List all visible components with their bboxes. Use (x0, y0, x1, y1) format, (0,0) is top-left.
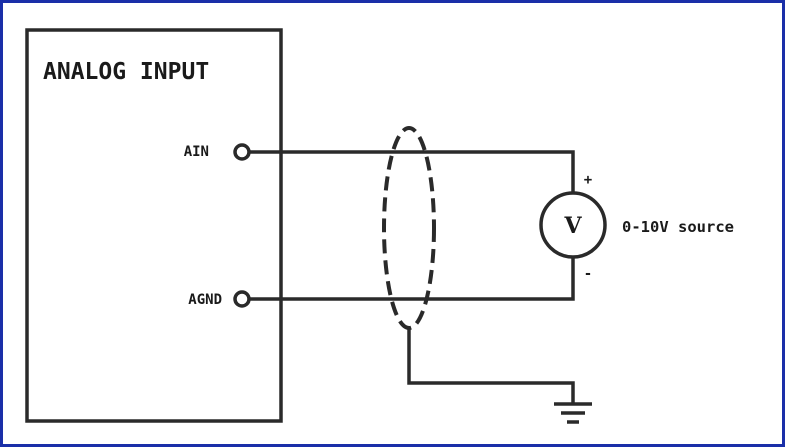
agnd-terminal-label: AGND (188, 292, 222, 308)
analog-input-module (25, 28, 283, 423)
positive-sign: + (584, 172, 592, 188)
ain-terminal (233, 143, 251, 161)
module-title: ANALOG INPUT (43, 59, 209, 85)
source-label: 0-10V source (622, 218, 734, 236)
ain-wire (249, 150, 575, 193)
voltmeter-source-symbol (539, 191, 607, 259)
agnd-terminal (233, 290, 251, 308)
ain-terminal-label: AIN (184, 144, 209, 160)
meter-symbol-letter: V (563, 213, 582, 239)
wiring-diagram: ANALOG INPUT AIN AGND V + - 0-10V source (25, 28, 734, 424)
earth-ground-icon (554, 402, 592, 424)
negative-sign: - (584, 266, 592, 282)
agnd-wire (249, 256, 575, 301)
shield-drain-wire (407, 328, 575, 403)
